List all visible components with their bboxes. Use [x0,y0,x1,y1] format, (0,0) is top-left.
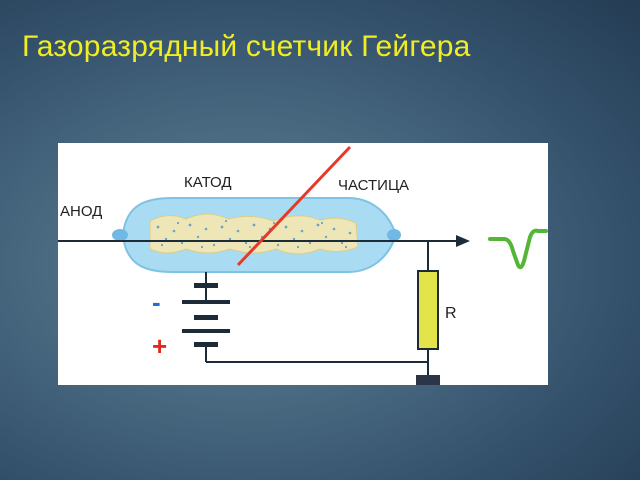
slide-title: Газоразрядный счетчик Гейгера [22,30,471,63]
battery-plate-1 [194,283,218,288]
battery-plate-5 [194,342,218,347]
gas-ions [156,219,352,249]
anode-label: АНОД [60,203,102,220]
battery-plate-2 [182,300,230,304]
cathode-label: КАТОД [184,174,232,191]
particle-label: ЧАСТИЦА [338,177,409,194]
diagram-svg: АНОД КАТОД ЧАСТИЦА R - + [58,145,548,385]
resistor-label: R [445,305,457,322]
ionized-gas-region [149,213,359,255]
output-arrow [456,235,470,247]
plus-sign: + [152,331,167,361]
geiger-counter-diagram: АНОД КАТОД ЧАСТИЦА R - + [58,143,548,385]
particle-track [236,145,352,267]
output-signal [488,228,548,270]
battery-plate-3 [194,315,218,320]
tube-right-cap [387,229,401,241]
resistor [417,270,439,350]
battery-plate-4 [182,329,230,333]
minus-sign: - [152,287,161,317]
tube-left-cap [112,229,128,241]
ground-terminal [416,375,440,385]
